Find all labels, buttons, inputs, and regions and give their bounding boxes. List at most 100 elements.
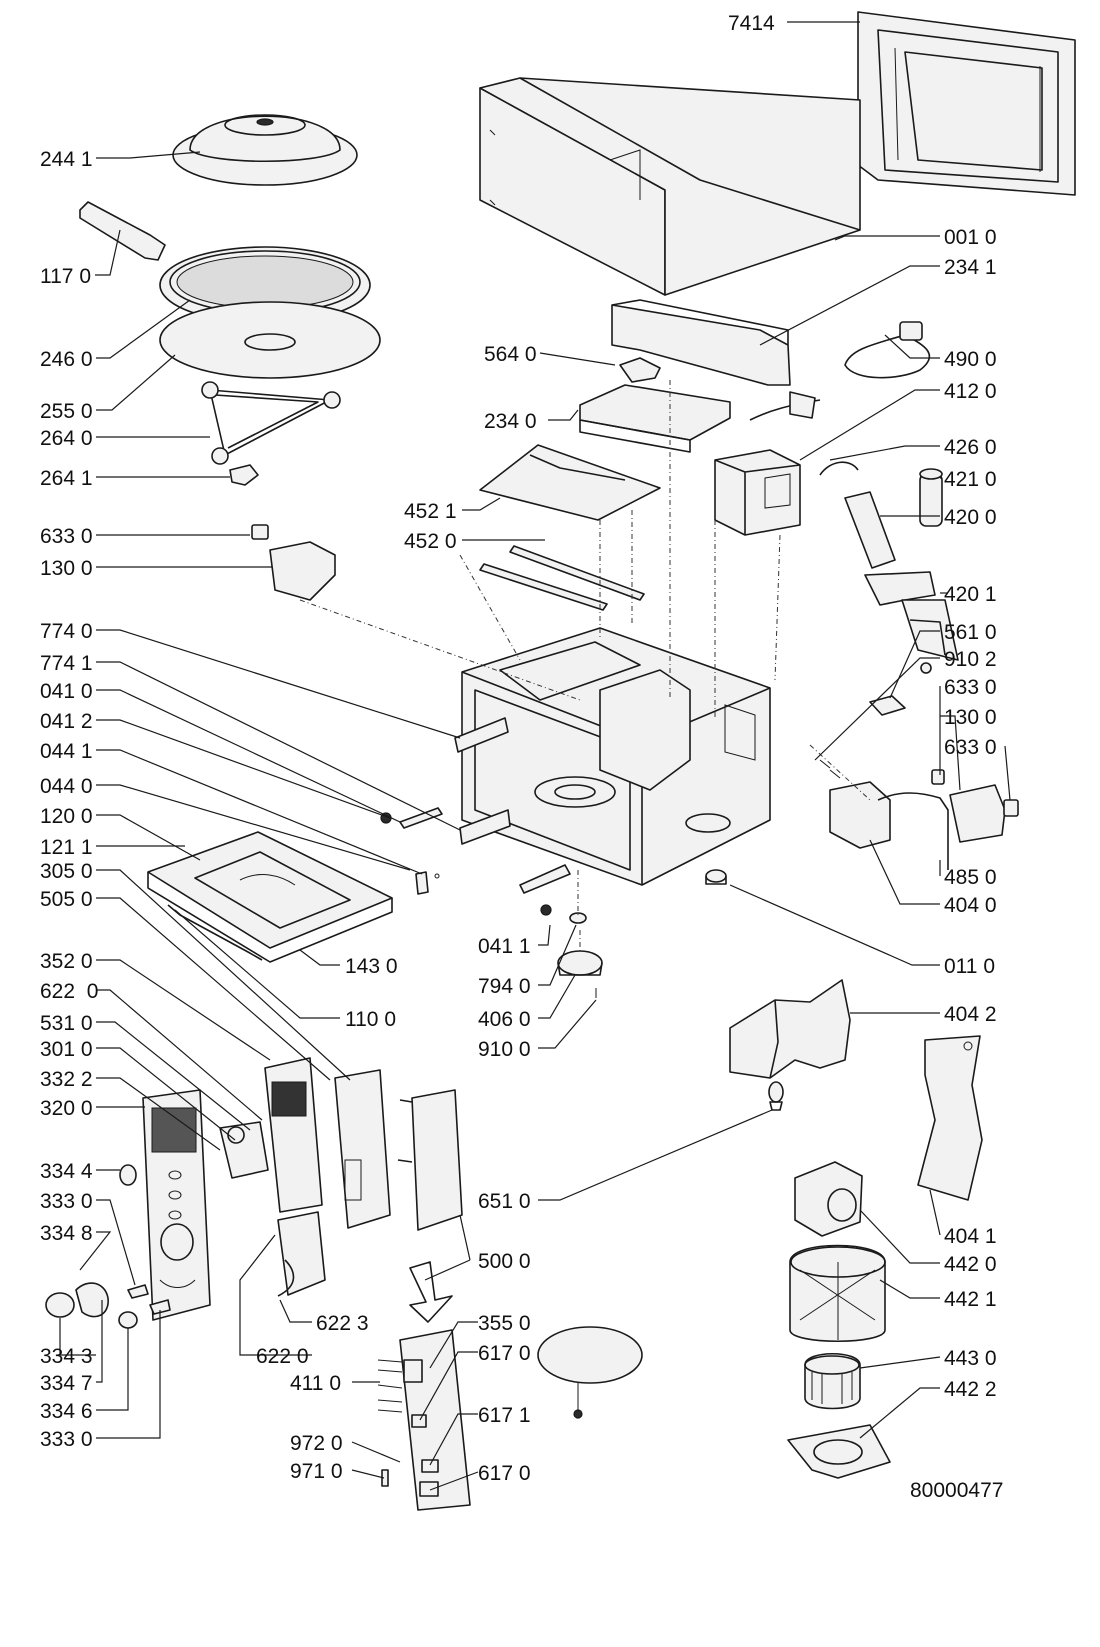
alignment-lines (299, 380, 871, 952)
motor-parts-406 (519, 864, 603, 998)
callout-label: 564 0 (484, 343, 537, 366)
callout-label: 404 2 (944, 1003, 997, 1026)
callout-label: 617 0 (478, 1462, 531, 1485)
tray-234-0 (579, 384, 731, 453)
callout-label: 561 0 (944, 621, 997, 644)
callout-label: 622 0 (256, 1345, 309, 1368)
callout-label: 500 0 (478, 1250, 531, 1273)
callout-label: 406 0 (478, 1008, 531, 1031)
callout-label: 774 0 (40, 620, 93, 643)
fan-housing-442-1 (789, 1244, 886, 1343)
callout-label: 426 0 (944, 436, 997, 459)
leader-lines (59, 21, 1011, 1491)
callout-label: 301 0 (40, 1038, 93, 1061)
callout-label: 264 0 (40, 427, 93, 450)
oval-cover (537, 1326, 643, 1419)
fan-bracket-442-0 (794, 1161, 863, 1237)
control-panel-320 (142, 1089, 211, 1321)
coupler-264-1 (229, 464, 259, 486)
callout-label: 121 1 (40, 836, 93, 859)
callout-label: 041 2 (40, 710, 93, 733)
bracket-622-3 (277, 1211, 326, 1297)
callout-label: 264 1 (40, 467, 93, 490)
crisp-plate-246 (159, 246, 371, 324)
hinge-parts (380, 717, 511, 895)
callout-label: 485 0 (944, 866, 997, 889)
callout-label: 110 0 (345, 1008, 396, 1031)
air-duct-404-2 (729, 979, 851, 1079)
right-switch-group (819, 759, 1019, 870)
waveguide-cover-452-1 (479, 444, 661, 521)
callout-label: 617 0 (478, 1342, 531, 1365)
callout-label: 320 0 (40, 1097, 93, 1120)
air-channel-404-1 (917, 1035, 983, 1201)
callout-label: 044 1 (40, 740, 93, 763)
callout-label: 651 0 (478, 1190, 531, 1213)
callout-label: 490 0 (944, 348, 997, 371)
callout-label: 972 0 (290, 1432, 343, 1455)
callout-label: 332 2 (40, 1068, 93, 1091)
callout-label: 442 1 (944, 1288, 997, 1311)
callout-label: 442 2 (944, 1378, 997, 1401)
callout-label: 910 2 (944, 648, 997, 671)
document-number: 80000477 (910, 1479, 1003, 1502)
fan-wheel-443 (804, 1352, 861, 1410)
callout-label: 420 0 (944, 506, 997, 529)
cover-dome-244 (172, 114, 358, 186)
heater-tubes-452-0 (479, 545, 645, 611)
clip-564 (619, 357, 661, 383)
callout-label: 352 0 (40, 950, 93, 973)
callout-label: 443 0 (944, 1347, 997, 1370)
callout-label: 617 1 (478, 1404, 531, 1427)
callout-label: 971 0 (290, 1460, 343, 1483)
switch-bracket-130-left (251, 524, 336, 601)
callout-label: 305 0 (40, 860, 93, 883)
callout-label: 633 0 (40, 525, 93, 548)
callout-label: 774 1 (40, 652, 93, 675)
callout-label: 910 0 (478, 1038, 531, 1061)
callout-label: 041 1 (478, 935, 531, 958)
callout-label: 234 0 (484, 410, 537, 433)
callout-label: 120 0 (40, 805, 93, 828)
callout-label: 355 0 (478, 1312, 531, 1335)
callout-label: 531 0 (40, 1012, 93, 1035)
callout-label: 7414 (728, 12, 775, 35)
cabinet-hood-001 (479, 77, 861, 296)
bracket-234-1 (611, 299, 791, 386)
callout-label: 452 1 (404, 500, 457, 523)
callout-label: 130 0 (40, 557, 93, 580)
callout-label: 333 0 (40, 1190, 93, 1213)
callout-label: 633 0 (944, 676, 997, 699)
handle-117 (79, 201, 166, 261)
small-parts-561-910 (869, 662, 932, 716)
oven-cavity (461, 627, 771, 886)
callout-label: 404 1 (944, 1225, 997, 1248)
callout-label: 622 0 (40, 980, 98, 1003)
callout-label: 255 0 (40, 400, 93, 423)
main-pcb-355 (377, 1329, 471, 1511)
callout-label: 333 0 (40, 1428, 93, 1451)
turntable-255 (159, 301, 381, 379)
frame-7414 (857, 11, 1076, 196)
callout-label: 143 0 (345, 955, 398, 978)
callout-label: 412 0 (944, 380, 997, 403)
callout-label: 334 8 (40, 1222, 93, 1245)
callout-label: 452 0 (404, 530, 457, 553)
callout-labels: 7414 244 1 117 0 246 0 255 0 264 0 264 1… (40, 12, 1003, 1502)
callout-label: 117 0 (40, 265, 91, 288)
base-plate-442-2 (787, 1424, 891, 1479)
bracket-420-1 (901, 599, 959, 661)
callout-label: 001 0 (944, 226, 997, 249)
roller-ring-264 (201, 381, 341, 465)
callout-label: 442 0 (944, 1253, 997, 1276)
callout-label: 041 0 (40, 680, 93, 703)
callout-label: 505 0 (40, 888, 93, 911)
callout-label: 044 0 (40, 775, 93, 798)
callout-label: 244 1 (40, 148, 93, 171)
callout-label: 334 4 (40, 1160, 93, 1183)
callout-label: 404 0 (944, 894, 997, 917)
foot-011 (705, 869, 727, 885)
callout-label: 011 0 (944, 955, 995, 978)
callout-label: 334 7 (40, 1372, 93, 1395)
